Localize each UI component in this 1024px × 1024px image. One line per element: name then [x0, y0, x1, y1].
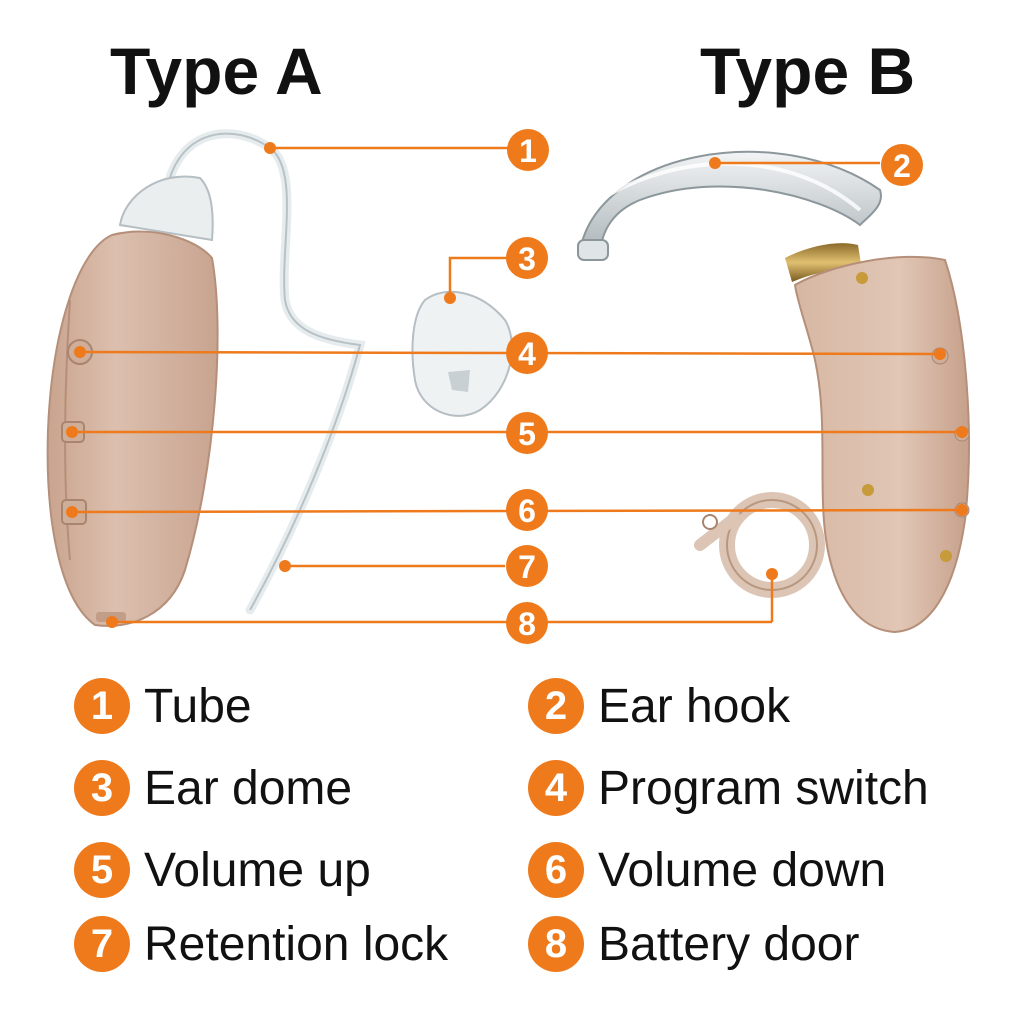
- svg-text:2: 2: [893, 148, 911, 184]
- legend-label: Tube: [144, 679, 252, 733]
- svg-text:3: 3: [518, 241, 536, 277]
- legend-item-retention-lock: 7 Retention lock: [74, 914, 448, 974]
- leader-dots: [66, 142, 968, 628]
- legend-label: Volume up: [144, 843, 371, 897]
- legend-number: 1: [74, 678, 130, 734]
- legend-item-volume-down: 6 Volume down: [528, 840, 886, 900]
- type-a-device: [46, 129, 513, 627]
- callout-badge-6: 6: [506, 489, 548, 531]
- callout-badge-1: 1: [507, 129, 549, 171]
- svg-text:8: 8: [518, 606, 536, 642]
- type-b-title: Type B: [700, 34, 916, 108]
- legend-label: Volume down: [598, 843, 887, 897]
- parts-legend: 1 Tube 2 Ear hook 3 Ear dome 4 Program s…: [0, 668, 1024, 1008]
- hearing-aid-diagram: 1 2 3 4 5 6 7 8: [46, 129, 970, 644]
- legend-label: Retention lock: [144, 917, 449, 971]
- svg-text:1: 1: [519, 133, 537, 169]
- type-a-title: Type A: [110, 34, 323, 108]
- callout-badge-4: 4: [506, 332, 548, 374]
- legend-item-battery-door: 8 Battery door: [528, 914, 859, 974]
- legend-number: 4: [528, 760, 584, 816]
- callout-badge-2: 2: [881, 144, 923, 186]
- legend-item-tube: 1 Tube: [74, 676, 252, 736]
- callout-badge-3: 3: [506, 237, 548, 279]
- svg-text:7: 7: [518, 549, 536, 585]
- legend-item-ear-hook: 2 Ear hook: [528, 676, 790, 736]
- callout-badge-7: 7: [506, 545, 548, 587]
- legend-number: 6: [528, 842, 584, 898]
- type-a-body: [46, 230, 219, 627]
- legend-item-ear-dome: 3 Ear dome: [74, 758, 352, 818]
- type-a-top-cap: [118, 175, 214, 242]
- type-b-ear-hook: [578, 150, 882, 260]
- legend-label: Ear dome: [144, 761, 353, 815]
- legend-label: Program switch: [598, 761, 929, 815]
- legend-item-program-switch: 4 Program switch: [528, 758, 929, 818]
- legend-number: 8: [528, 916, 584, 972]
- type-b-gold-ring: [785, 243, 862, 282]
- svg-text:6: 6: [518, 493, 536, 529]
- legend-label: Ear hook: [598, 679, 791, 733]
- callout-badge-5: 5: [506, 412, 548, 454]
- svg-text:4: 4: [518, 336, 536, 372]
- legend-number: 7: [74, 916, 130, 972]
- legend-number: 3: [74, 760, 130, 816]
- legend-number: 5: [74, 842, 130, 898]
- svg-text:5: 5: [518, 416, 536, 452]
- legend-label: Battery door: [598, 917, 860, 971]
- callout-badge-8: 8: [506, 602, 548, 644]
- legend-item-volume-up: 5 Volume up: [74, 840, 371, 900]
- type-b-retention-lock: [694, 492, 825, 598]
- legend-number: 2: [528, 678, 584, 734]
- type-b-device: [577, 150, 970, 634]
- type-b-body: [793, 255, 970, 634]
